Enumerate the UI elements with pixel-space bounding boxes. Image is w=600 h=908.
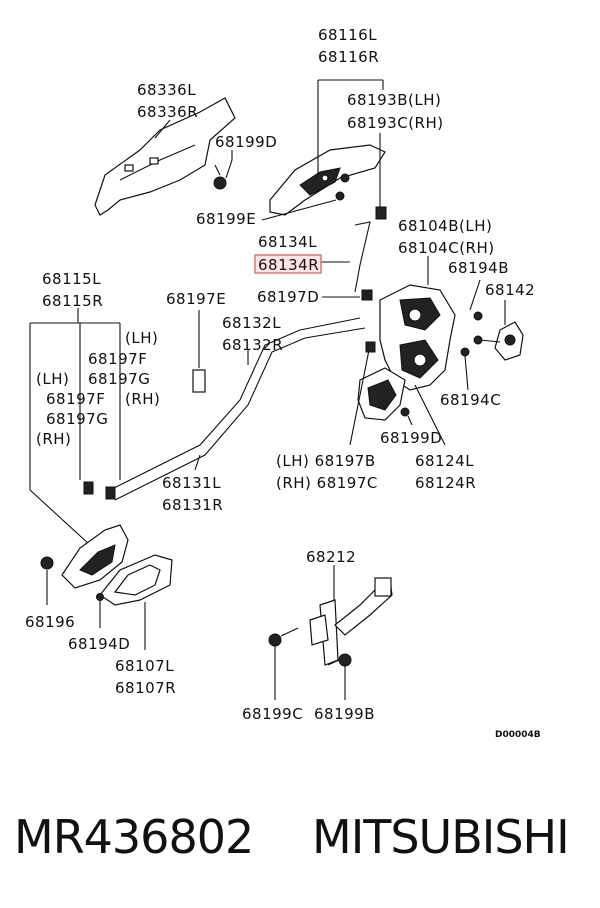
- label-68115L: 68115L: [42, 270, 101, 288]
- label-68197G-b: 68197G: [46, 410, 108, 428]
- label-68107R: 68107R: [115, 679, 176, 697]
- clip-68197B: [365, 341, 376, 353]
- part-number: MR436802: [14, 810, 254, 864]
- striker-part: [473, 321, 524, 361]
- highlight-68134R: [254, 254, 322, 274]
- label-lh-b: (LH): [36, 370, 69, 388]
- label-68124R: 68124R: [415, 474, 476, 492]
- label-68194D: 68194D: [68, 635, 130, 653]
- brand-name: MITSUBISHI: [312, 810, 570, 864]
- label-68212: 68212: [306, 548, 356, 566]
- label-68131L: 68131L: [162, 474, 221, 492]
- label-68199E: 68199E: [196, 210, 256, 228]
- clip-68193: [375, 206, 387, 220]
- bolt-68199B: [327, 653, 352, 667]
- door-lock-actuator-part: [357, 284, 456, 421]
- clip-68197E: [192, 369, 206, 393]
- label-68193C: 68193C(RH): [347, 114, 444, 132]
- bolt-68199C: [268, 627, 299, 647]
- footer: MR436802 MITSUBISHI: [0, 800, 600, 880]
- label-68142: 68142: [485, 281, 535, 299]
- label-68116L: 68116L: [318, 26, 377, 44]
- screw-68194D: [96, 593, 104, 601]
- inside-handle-bezel-part: [99, 554, 173, 606]
- screw-68194B: [473, 311, 483, 321]
- label-68132L: 68132L: [222, 314, 281, 332]
- label-68104B: 68104B(LH): [398, 217, 492, 235]
- cap-68196: [40, 556, 54, 570]
- label-68197G-a: 68197G: [88, 370, 150, 388]
- label-68194B: 68194B: [448, 259, 509, 277]
- rod-68132: [109, 317, 361, 491]
- screw-68199D-top: [213, 164, 227, 190]
- label-rh-b: (RH): [36, 430, 71, 448]
- label-68194C: 68194C: [440, 391, 501, 409]
- parts-diagram: 68336L 68336R 68199D 68116L 68116R 68193…: [25, 26, 541, 740]
- screw-68199D-mid: [400, 407, 410, 417]
- label-68134R: 68134R: [258, 256, 319, 274]
- label-68197D: 68197D: [257, 288, 319, 306]
- label-68199D-top: 68199D: [215, 133, 277, 151]
- label-68199B: 68199B: [314, 705, 375, 723]
- label-68196: 68196: [25, 613, 75, 631]
- rod-68134: [354, 221, 371, 293]
- drawing-code: D00004B: [495, 730, 541, 740]
- label-68193B: 68193B(LH): [347, 91, 441, 109]
- label-68197E: 68197E: [166, 290, 226, 308]
- clip-68197D: [361, 289, 373, 301]
- label-68116R: 68116R: [318, 48, 379, 66]
- label-68336R: 68336R: [137, 103, 198, 121]
- label-68134L: 68134L: [258, 233, 317, 251]
- label-68131R: 68131R: [162, 496, 223, 514]
- label-68197F-a: 68197F: [88, 350, 147, 368]
- label-68132R: 68132R: [222, 336, 283, 354]
- door-bracket-part: [94, 97, 236, 216]
- label-68336L: 68336L: [137, 81, 196, 99]
- clip-68197F: [83, 481, 94, 495]
- label-68104C: 68104C(RH): [398, 239, 495, 257]
- label-68199C: 68199C: [242, 705, 303, 723]
- label-68124L: 68124L: [415, 452, 474, 470]
- screw-68199E: [335, 191, 345, 201]
- clip-68197G: [105, 486, 116, 500]
- label-68197F-b: 68197F: [46, 390, 105, 408]
- label-rh-a: (RH): [125, 390, 160, 408]
- label-68197C: (RH) 68197C: [276, 474, 378, 492]
- door-check-part: [309, 577, 393, 666]
- label-68107L: 68107L: [115, 657, 174, 675]
- label-68197B: (LH) 68197B: [276, 452, 376, 470]
- label-68115R: 68115R: [42, 292, 103, 310]
- label-lh-a: (LH): [125, 329, 158, 347]
- inside-handle-part: [61, 524, 129, 589]
- outside-handle-part: [269, 144, 386, 216]
- label-68199D-mid: 68199D: [380, 429, 442, 447]
- screw-68194C: [460, 347, 470, 357]
